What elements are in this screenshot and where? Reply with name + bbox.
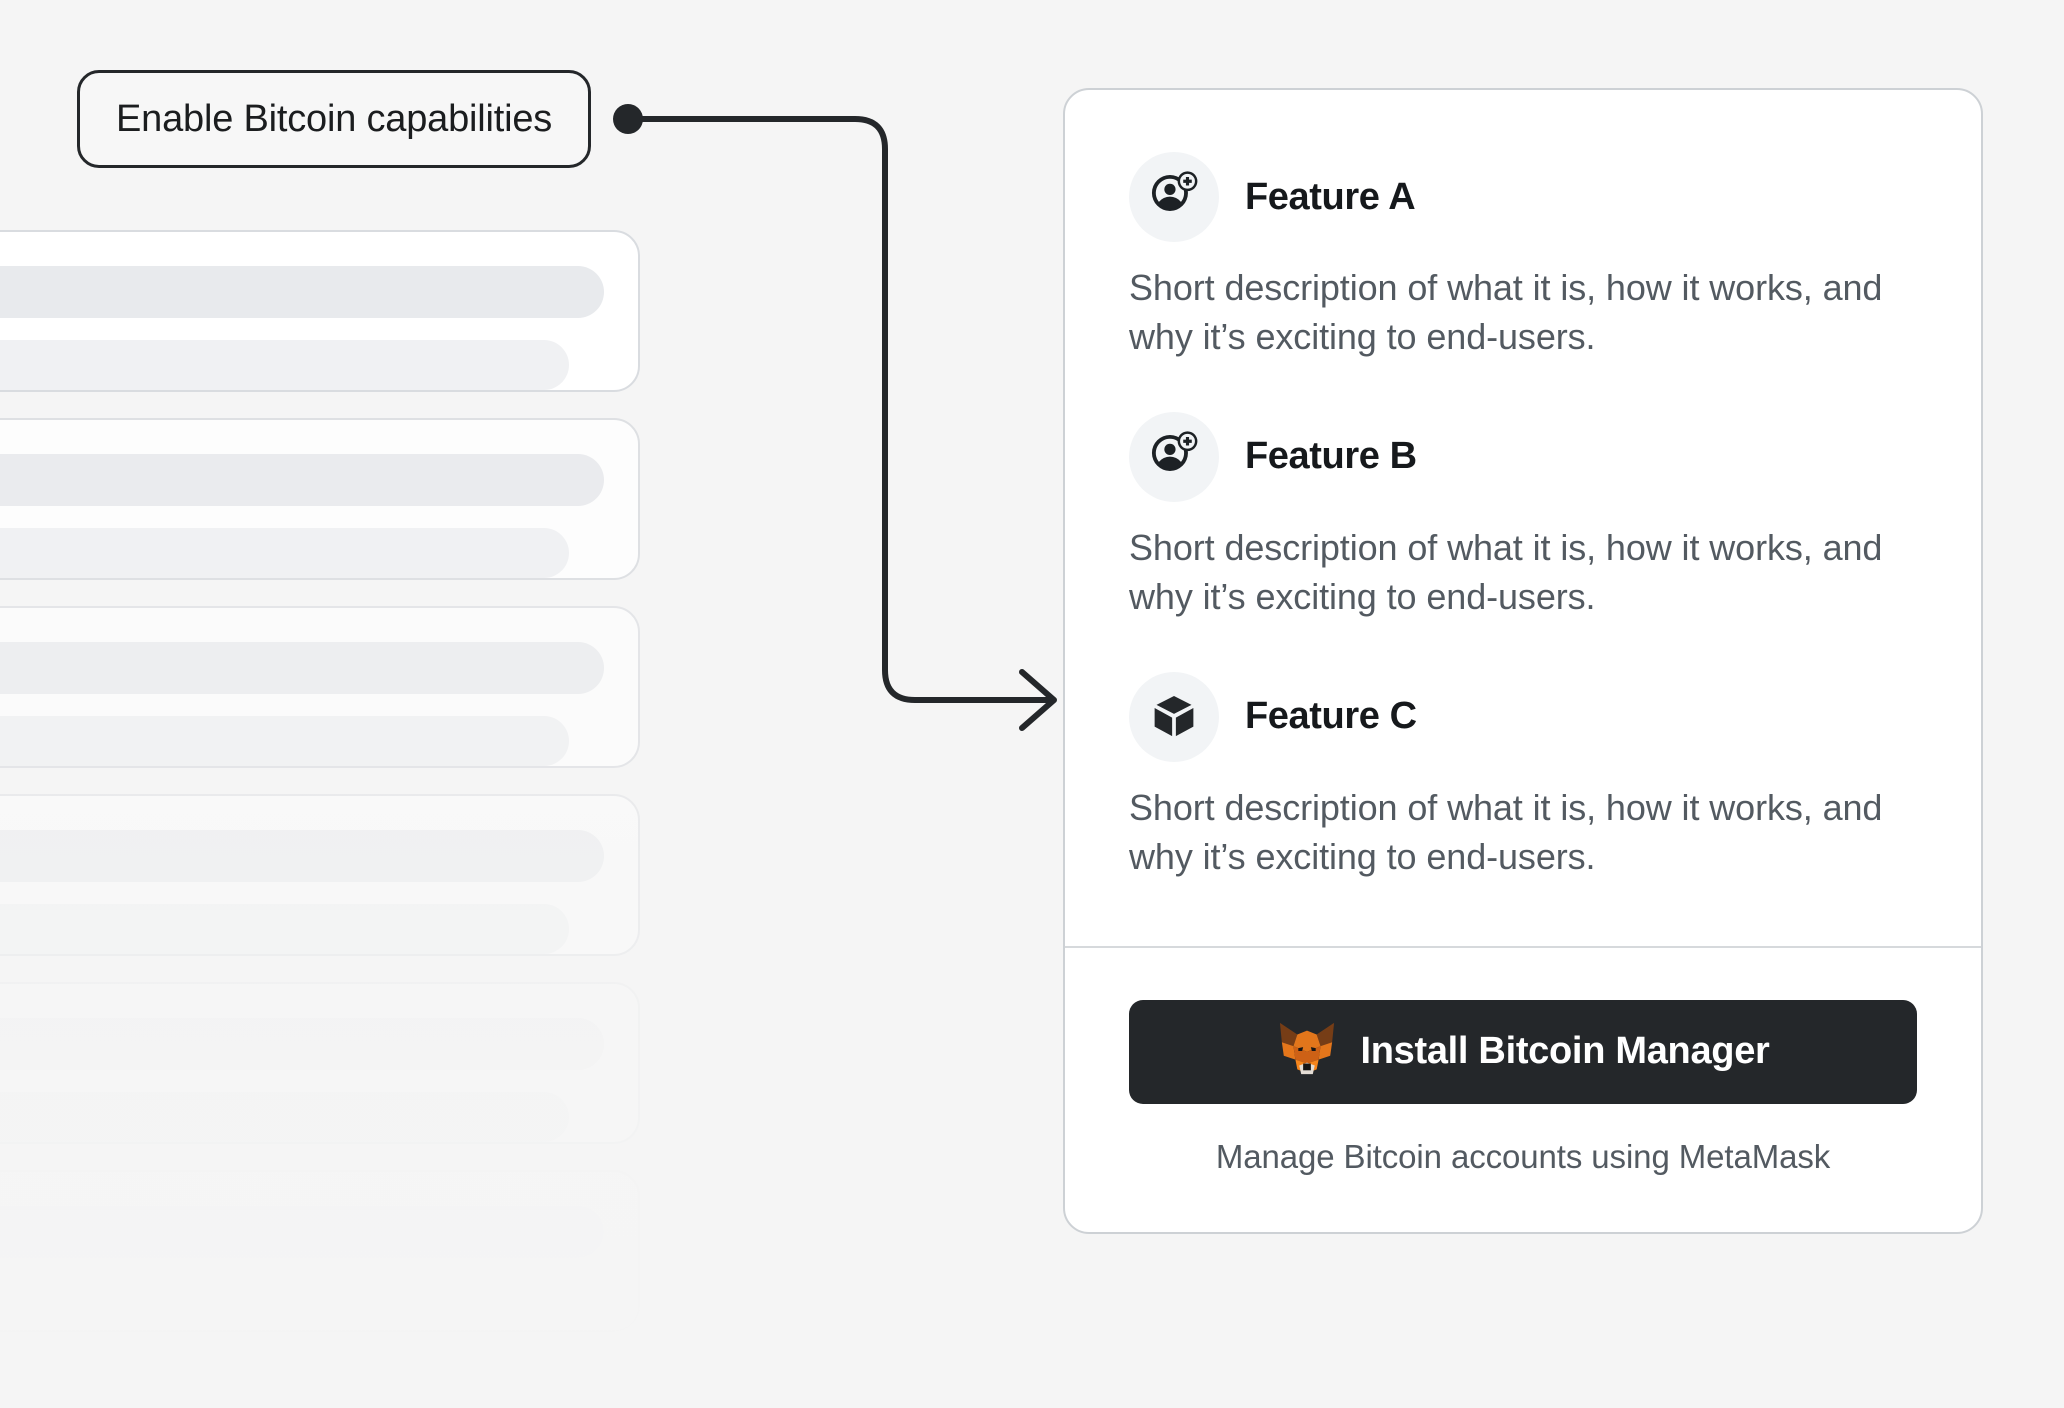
skeleton-bar-primary (0, 642, 604, 694)
connector-path (625, 116, 1055, 703)
card-divider (1065, 945, 1981, 948)
feature-description: Short description of what it is, how it … (1129, 267, 1883, 357)
skeleton-card (0, 794, 640, 956)
skeleton-list (0, 230, 640, 1332)
skeleton-bar-primary (0, 1018, 604, 1070)
feature-title: Feature C (1245, 695, 1417, 738)
feature-item-c: Feature C Short description of what it i… (1129, 671, 1917, 882)
account-add-icon (1129, 411, 1219, 502)
skeleton-card (0, 1170, 640, 1332)
install-button-label: Install Bitcoin Manager (1360, 1030, 1770, 1073)
skeleton-bar-secondary (0, 716, 570, 766)
feature-header: Feature C (1129, 671, 1917, 762)
footer-note: Manage Bitcoin accounts using MetaMask (1215, 1137, 1831, 1175)
bitcoin-capabilities-card: Feature A Short description of what it i… (1063, 88, 1983, 1234)
skeleton-bar-secondary (0, 528, 570, 578)
skeleton-bar-secondary (0, 904, 570, 954)
feature-description: Short description of what it is, how it … (1129, 786, 1883, 877)
callout-label: Enable Bitcoin capabilities (77, 70, 592, 168)
metamask-fox-icon (1276, 1021, 1338, 1082)
account-add-icon (1129, 152, 1219, 242)
feature-title: Feature B (1245, 435, 1417, 478)
skeleton-bar-primary (0, 454, 604, 506)
feature-item-b: Feature B Short description of what it i… (1129, 411, 1917, 622)
skeleton-card (0, 418, 640, 580)
feature-list: Feature A Short description of what it i… (1065, 90, 1981, 946)
skeleton-card (0, 606, 640, 768)
skeleton-bar-secondary (0, 340, 570, 390)
feature-header: Feature A (1129, 152, 1917, 242)
skeleton-bar-primary (0, 830, 604, 882)
skeleton-card (0, 982, 640, 1144)
feature-description: Short description of what it is, how it … (1129, 526, 1883, 617)
skeleton-bar-primary (0, 266, 604, 318)
connector-dot (613, 104, 643, 134)
skeleton-bar-secondary (0, 1280, 570, 1330)
feature-header: Feature B (1129, 411, 1917, 502)
skeleton-bar-secondary (0, 1092, 570, 1142)
install-bitcoin-manager-button[interactable]: Install Bitcoin Manager (1129, 999, 1917, 1104)
cube-snap-icon (1129, 671, 1219, 762)
skeleton-card (0, 230, 640, 392)
feature-title: Feature A (1245, 175, 1416, 218)
connector-arrowhead (1019, 669, 1057, 731)
feature-item-a: Feature A Short description of what it i… (1129, 152, 1917, 362)
skeleton-bar-primary (0, 1206, 604, 1258)
callout-label-text: Enable Bitcoin capabilities (116, 97, 553, 140)
card-footer: Install Bitcoin Manager Manage Bitcoin a… (1065, 948, 1981, 1232)
